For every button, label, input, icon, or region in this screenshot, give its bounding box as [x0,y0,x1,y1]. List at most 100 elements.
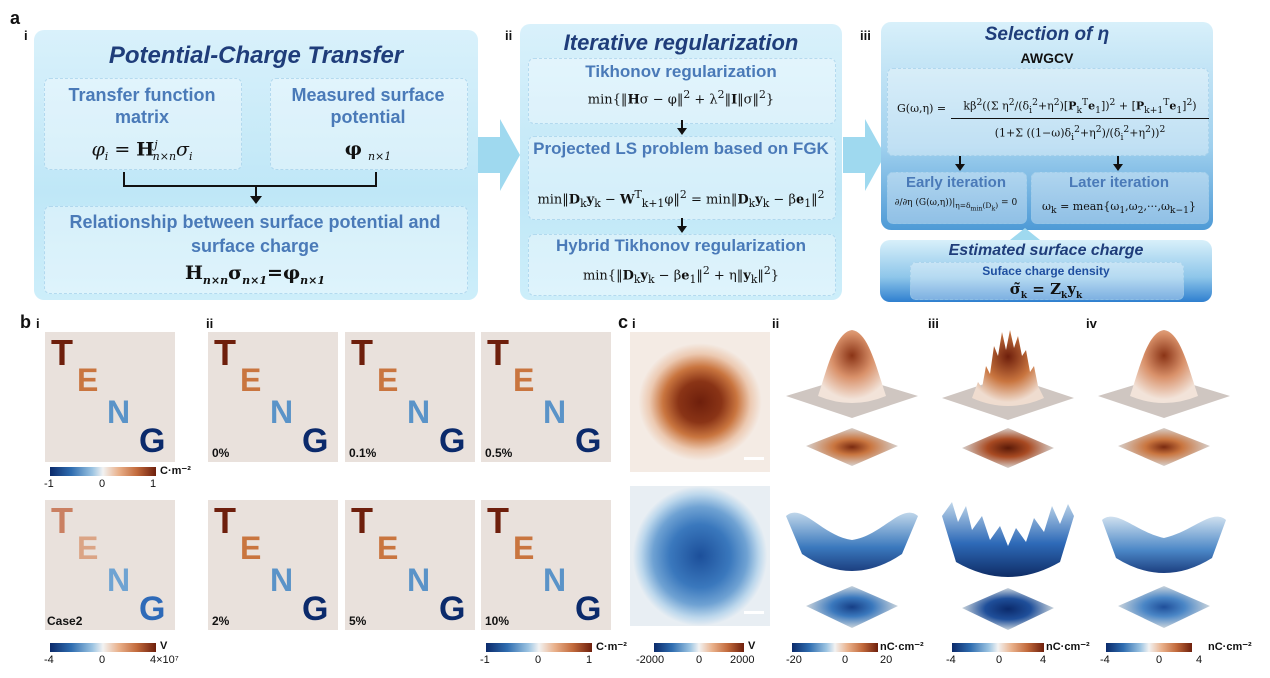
colorbar-bii-mid: 0 [535,654,542,666]
letter-g: G [139,590,166,628]
tikhonov-subbox [528,58,836,124]
letter-n: N [270,562,294,598]
colorbar-bi-bottom [50,643,156,652]
panel-b-i-label: i [36,316,40,331]
letter-g: G [439,590,466,628]
estimated-charge-subtitle: Suface charge density [982,264,1110,278]
early-iteration-equation: ∂/∂η (G(ω,η))|η=δmin(Dk) = 0 [894,198,1018,213]
letter-n: N [107,394,131,430]
letter-g: G [439,422,466,460]
colorbar-ci-min: -2000 [636,654,665,666]
colorbar-bi-top-min: -1 [44,478,54,490]
colorbar-civ [1106,643,1192,652]
letter-n: N [270,394,294,430]
surface-plots-iv [1098,330,1230,628]
later-iteration-subbox [1031,172,1209,224]
down-arrow-iii-1 [955,156,965,171]
panel-a-i-label: i [24,28,28,43]
colorbar-bi-top-max: 1 [150,478,157,490]
teng-noise-tile: T E N G 0% [208,332,338,462]
colorbar-ci-mid: 0 [696,654,703,666]
colorbar-bi-top-unit: C·m⁻² [160,465,191,477]
letter-n: N [543,394,567,430]
transfer-function-heading: Transfer function matrix [68,85,216,127]
noise-label: 0.1% [349,446,377,460]
potential-charge-transfer-title: Potential-Charge Transfer [108,42,404,69]
noise-label: 5% [349,614,367,628]
letter-e: E [377,530,399,566]
colorbar-bi-bottom-min: -4 [44,654,54,666]
colorbar-bii-max: 1 [586,654,593,666]
down-arrow-ii-2 [677,218,687,233]
letter-e: E [513,362,535,398]
letter-n: N [107,562,131,598]
teng-true-charge-tile: T E N G [45,332,175,462]
tikhonov-heading: Tikhonov regularization [585,62,777,81]
relationship-heading: Relationship between surface potential a… [69,212,441,256]
colorbar-cii-unit: nC·cm⁻² [880,641,924,653]
letter-n: N [407,562,431,598]
noise-label: 10% [485,614,510,628]
measured-potential-map-negative [630,486,770,626]
letter-t: T [487,332,509,373]
up-arrow-estimated [1010,228,1040,246]
down-arrow-ii-1 [677,120,687,135]
letter-t: T [487,500,509,541]
noise-label: 0.5% [485,446,513,460]
colorbar-civ-mid: 0 [1156,654,1163,666]
later-iteration-equation: ωk = mean{ω1,ω2,···,ωk−1} [1042,200,1196,217]
colorbar-cii-mid: 0 [842,654,849,666]
iterative-regularization-title: Iterative regularization [563,30,799,55]
later-iteration-heading: Later iteration [1068,174,1170,191]
teng-noise-tile: T E N G 0.1% [345,332,475,462]
scale-bar [744,611,764,614]
measured-potential-heading: Measured surface potential [291,85,445,127]
tikhonov-equation: min{‖Hσ − φ‖2 + λ2‖I‖σ‖2} [587,88,775,108]
colorbar-ci [654,643,744,652]
colorbar-civ-unit: nC·cm⁻² [1208,641,1252,653]
awgcv-equation: G(ω,η) = kβ2((Σ η2/(δi2+η2)[PkTe1])2 + [… [891,82,1209,145]
estimated-charge-title: Estimated surface charge [948,242,1144,259]
letter-t: T [351,500,373,541]
teng-noise-tile: T E N G 2% [208,500,338,630]
connector-lines [123,172,377,204]
colorbar-bii [486,643,592,652]
colorbar-ciii-min: -4 [946,654,956,666]
letter-g: G [575,422,602,460]
noise-label: 2% [212,614,230,628]
measured-potential-map-positive [630,332,770,472]
colorbar-ciii-unit: nC·cm⁻² [1046,641,1090,653]
letter-t: T [214,500,236,541]
panel-c-iv-label: iv [1086,316,1097,331]
selection-eta-title: Selection of η [984,24,1110,45]
colorbar-civ-min: -4 [1100,654,1110,666]
surface-plots-iii [942,330,1074,630]
early-iteration-subbox [887,172,1027,224]
awgcv-heading: AWGCV [1020,50,1074,66]
early-iteration-heading: Early iteration [905,174,1007,191]
hybrid-equation: min{‖Dkyk − βe1‖2 + η‖yk‖2} [582,264,780,286]
down-arrow-iii-2 [1113,156,1123,171]
colorbar-cii-max: 20 [880,654,893,666]
letter-e: E [240,530,262,566]
teng-potential-tile: T E N G Case2 [45,500,175,630]
case2-label: Case2 [47,614,83,628]
projected-heading: Projected LS problem based on FGK [533,139,829,158]
letter-e: E [513,530,535,566]
colorbar-cii [792,643,878,652]
relationship-subbox [44,206,468,294]
projected-subbox [528,136,836,220]
estimated-charge-equation: σ̃k = Zkyk [1009,280,1083,301]
measured-potential-subbox [270,78,468,170]
transfer-equation: φi = Hjn×nσi [91,138,193,164]
colorbar-cii-min: -20 [786,654,802,666]
letter-g: G [302,590,329,628]
colorbar-bi-top [50,467,156,476]
teng-noise-tile: T E N G 10% [481,500,611,630]
panel-c-iii-label: iii [928,316,939,331]
colorbar-ci-unit: V [748,640,756,652]
colorbar-civ-max: 4 [1196,654,1203,666]
letter-t: T [51,500,73,541]
teng-noise-tile: T E N G 0.5% [481,332,611,462]
colorbar-bii-min: -1 [480,654,490,666]
